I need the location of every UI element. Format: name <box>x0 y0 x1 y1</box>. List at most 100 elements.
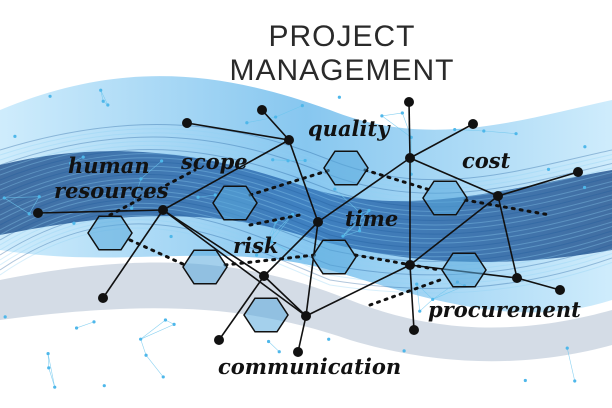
particle-link <box>76 321 95 329</box>
dotted-connector <box>248 213 302 227</box>
particle <box>367 208 371 213</box>
node-layer <box>33 97 583 357</box>
particle <box>139 177 143 181</box>
particle-link <box>140 339 147 356</box>
wave-line <box>0 169 612 231</box>
particle-link <box>342 210 370 237</box>
wave-line <box>0 186 612 249</box>
label-cost: cost <box>462 148 511 173</box>
particle <box>546 167 551 171</box>
background-waves <box>0 76 612 389</box>
label-risk: risk <box>233 233 278 258</box>
particle-link <box>70 156 84 164</box>
particle <box>92 320 96 324</box>
particle-link <box>271 214 293 243</box>
label-procurement: procurement <box>428 297 581 322</box>
edge <box>409 264 415 331</box>
edge <box>305 264 411 317</box>
labels: human resources scope quality cost time … <box>54 116 581 379</box>
network-node <box>493 191 503 201</box>
particle <box>213 193 217 197</box>
particle <box>139 337 143 341</box>
network-node <box>404 97 414 107</box>
particle <box>245 121 249 125</box>
particle <box>254 253 259 257</box>
edge <box>186 122 290 141</box>
network-node <box>409 325 419 335</box>
edge <box>261 109 290 141</box>
particle <box>277 350 281 354</box>
particle <box>3 315 7 319</box>
network-node <box>284 135 294 145</box>
particle <box>27 212 31 216</box>
particle-link <box>268 341 280 352</box>
particle <box>582 185 587 190</box>
particle <box>99 88 103 92</box>
particle <box>303 158 307 163</box>
dotted-connector <box>223 253 317 267</box>
particle-link <box>48 367 56 388</box>
edge <box>409 123 474 159</box>
particle <box>13 134 17 138</box>
particle-link <box>246 116 276 124</box>
particle-link <box>140 319 166 340</box>
label-scope: scope <box>180 149 248 174</box>
particle <box>482 129 486 133</box>
edge <box>409 157 499 197</box>
particle <box>196 195 200 199</box>
particle <box>431 297 435 301</box>
particle <box>72 221 76 225</box>
hexagon <box>87 215 133 251</box>
network-node <box>405 260 415 270</box>
label-quality: quality <box>308 116 391 141</box>
network-node <box>301 311 311 321</box>
particle <box>37 195 41 199</box>
edge <box>497 195 518 279</box>
edge <box>497 171 579 197</box>
particle <box>106 103 110 107</box>
particle-link <box>270 221 277 242</box>
particle-link <box>359 213 362 231</box>
particle-link <box>359 210 370 231</box>
particle-link <box>4 197 30 214</box>
particle <box>453 127 457 132</box>
network-node <box>259 271 269 281</box>
network-node <box>293 347 303 357</box>
particle <box>266 237 270 241</box>
edge <box>102 209 164 299</box>
particle-link <box>256 238 269 256</box>
particle-link <box>267 221 277 239</box>
particle <box>266 339 271 344</box>
particle <box>333 187 337 191</box>
dotted-connector <box>248 168 332 197</box>
edge <box>288 139 319 223</box>
edge <box>297 315 307 353</box>
particle <box>144 353 148 357</box>
particle-link <box>198 194 216 198</box>
particle-link <box>140 324 175 340</box>
particle-link <box>454 129 484 132</box>
particle-link <box>140 160 162 180</box>
edge <box>408 101 411 159</box>
particle <box>514 132 518 136</box>
hexagon <box>311 239 357 275</box>
network-node <box>512 273 522 283</box>
particle <box>274 115 278 119</box>
network-node <box>214 335 224 345</box>
wave-line <box>0 161 612 221</box>
wave-line <box>0 144 612 203</box>
particle-link <box>165 319 175 325</box>
particle-link <box>275 105 303 118</box>
particle-link <box>432 285 465 300</box>
network-node <box>573 167 583 177</box>
particle <box>161 375 165 379</box>
label-communication: communication <box>218 354 401 379</box>
particle <box>101 99 105 103</box>
particle-link <box>342 230 360 237</box>
dotted-connector <box>363 168 432 192</box>
particle <box>172 322 176 326</box>
wave-line <box>0 157 612 217</box>
particle <box>69 161 73 165</box>
particle <box>47 366 51 370</box>
particle-link <box>483 130 517 134</box>
